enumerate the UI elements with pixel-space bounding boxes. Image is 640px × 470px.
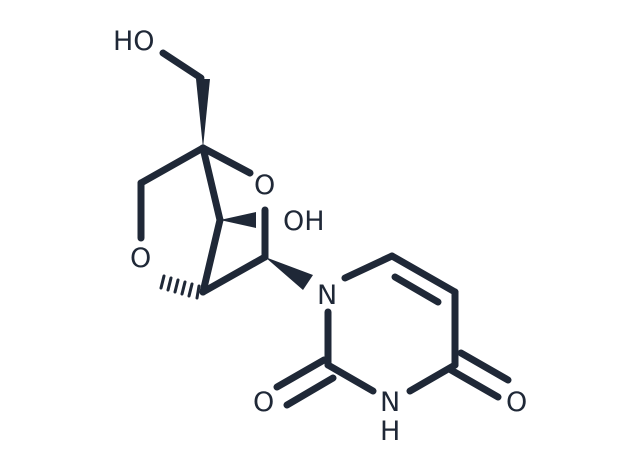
bond-c6-c5-pyr xyxy=(388,252,459,296)
label-carbonyl-o4: O xyxy=(506,387,527,418)
bond-n1-c6 xyxy=(341,252,396,282)
bond-c5-c1 xyxy=(199,216,224,296)
wedge-c4-ch2 xyxy=(196,79,210,148)
bond-ho-ch2 xyxy=(159,49,205,82)
label-ring-oxygen-left: O xyxy=(130,243,151,274)
label-hydroxymethyl-oh: HO xyxy=(113,26,155,57)
wedge-c5-oh xyxy=(220,212,256,228)
bond-c4-c5 xyxy=(199,144,224,224)
label-n3: N xyxy=(380,387,400,418)
label-hydroxyl-oh: OH xyxy=(283,206,325,237)
bond-c4-o-upper xyxy=(199,144,254,177)
hash-c1-o-left xyxy=(159,274,201,300)
bond-c4-n3 xyxy=(406,361,459,395)
wedge-layer xyxy=(196,79,313,290)
bond-c2-o2-a xyxy=(273,356,328,391)
label-ring-oxygen-upper: O xyxy=(254,170,275,201)
bond-c4-c3 xyxy=(137,144,207,187)
bond-c4-o4-b xyxy=(457,349,512,384)
bond-n3-c2 xyxy=(324,361,377,395)
bond-c4-o4-a xyxy=(447,366,502,401)
atom-labels: HO O OH O N O N H O xyxy=(113,26,527,447)
bond-layer xyxy=(137,49,512,409)
label-n1: N xyxy=(317,280,337,311)
bond-c6-c5-pyr-double xyxy=(391,273,442,306)
bond-c1-c2 xyxy=(199,253,269,296)
label-n3-hydrogen: H xyxy=(380,416,400,447)
bond-c2-o2-b xyxy=(283,374,337,409)
wedge-c2-n1 xyxy=(265,257,313,290)
label-carbonyl-o2: O xyxy=(253,387,274,418)
